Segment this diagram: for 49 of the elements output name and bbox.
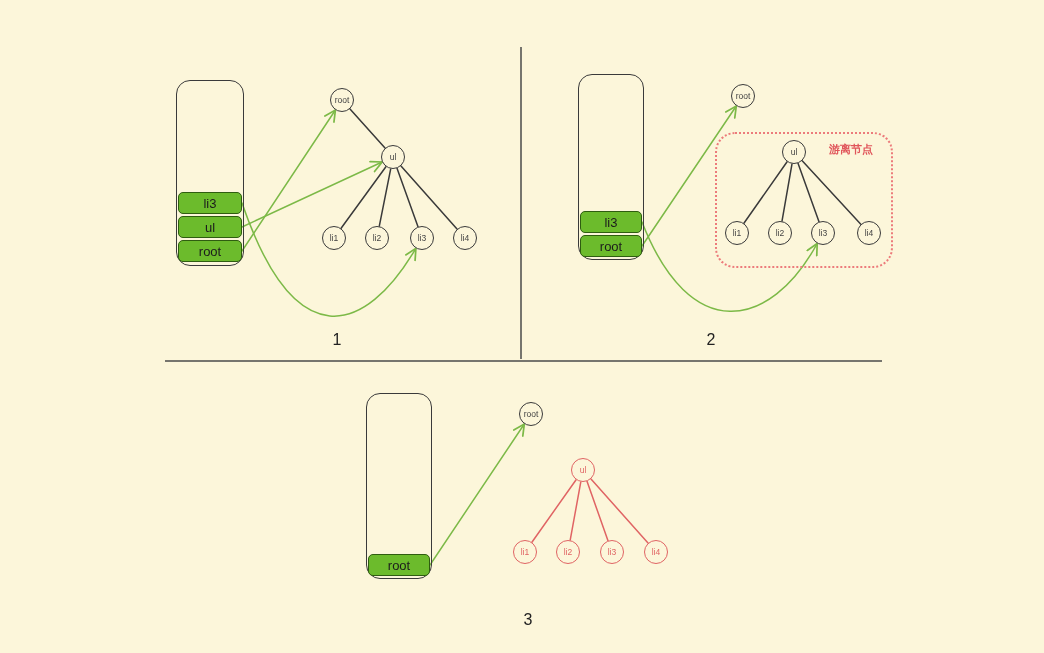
node-circle: li2 xyxy=(365,226,389,250)
node-circle: root xyxy=(731,84,755,108)
connector-line xyxy=(531,479,577,543)
arrow xyxy=(641,105,738,247)
connector-line xyxy=(400,165,458,230)
node-circle: root xyxy=(519,402,543,426)
node-circle: ul xyxy=(782,140,806,164)
panel-number: 2 xyxy=(706,331,716,349)
panel-number: 3 xyxy=(523,611,533,629)
connector-line xyxy=(743,161,788,224)
connector-line xyxy=(349,108,386,149)
dotted-group-box xyxy=(715,132,893,268)
node-circle: li3 xyxy=(811,221,835,245)
connector-line xyxy=(586,480,609,542)
stack-container xyxy=(176,80,244,266)
node-circle: li3 xyxy=(410,226,434,250)
node-circle: li1 xyxy=(725,221,749,245)
node-circle: li1 xyxy=(322,226,346,250)
stack-item: li3 xyxy=(580,211,642,233)
stack-container xyxy=(366,393,432,579)
node-circle: li4 xyxy=(644,540,668,564)
node-circle: li3 xyxy=(600,540,624,564)
connector-line xyxy=(781,163,793,222)
node-circle: li1 xyxy=(513,540,537,564)
stack-item: ul xyxy=(178,216,242,238)
arrow xyxy=(241,109,337,252)
node-circle: ul xyxy=(571,458,595,482)
connector-line xyxy=(590,478,649,544)
node-circle: ul xyxy=(381,145,405,169)
node-circle: li2 xyxy=(556,540,580,564)
stack-container xyxy=(578,74,644,260)
group-label: 游离节点 xyxy=(829,142,873,157)
connector-line xyxy=(396,167,419,228)
node-circle: root xyxy=(330,88,354,112)
node-circle: li4 xyxy=(857,221,881,245)
stack-item: root xyxy=(580,235,642,257)
connector-line xyxy=(569,481,582,541)
panel-number: 1 xyxy=(332,331,342,349)
connector-line xyxy=(340,165,387,230)
stack-item: root xyxy=(368,554,430,576)
node-circle: li2 xyxy=(768,221,792,245)
stack-item: li3 xyxy=(178,192,242,214)
connector-line xyxy=(801,160,862,225)
arrow xyxy=(241,160,383,228)
connector-line xyxy=(378,168,392,227)
node-circle: li4 xyxy=(453,226,477,250)
stack-item: root xyxy=(178,240,242,262)
connector-line xyxy=(797,162,820,223)
arrow xyxy=(429,423,526,566)
